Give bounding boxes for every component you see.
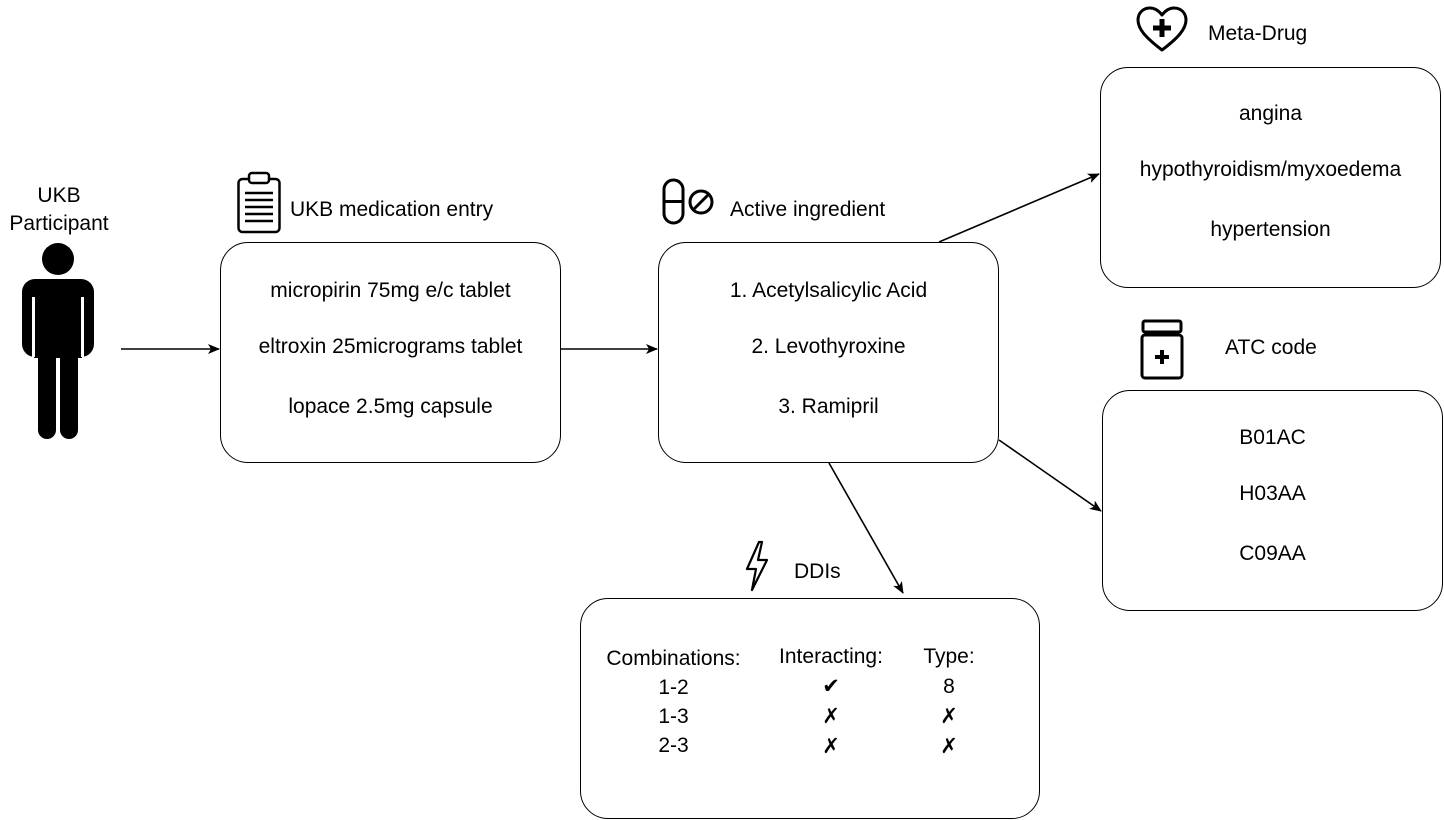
- participant-label-line1: UKB: [37, 184, 81, 207]
- atc-code-item: C09AA: [1239, 542, 1306, 565]
- ddis-combinations-column: Combinations: 1-2 1-3 2-3: [581, 644, 766, 760]
- active-ingredient-item: 3. Ramipril: [778, 395, 879, 418]
- pill-icon: [662, 178, 714, 225]
- ddis-type-cell: ✗: [940, 735, 958, 758]
- ddis-interacting-cell: ✔: [822, 675, 840, 698]
- medication-entry-item: lopace 2.5mg capsule: [288, 395, 493, 418]
- meta-drug-item: hypothyroidism/myxoedema: [1139, 158, 1402, 181]
- ddis-box: Combinations: 1-2 1-3 2-3 Interacting: ✔…: [580, 598, 1040, 819]
- ddis-interacting-cell: ✗: [822, 735, 840, 758]
- clipboard-icon: [237, 171, 281, 234]
- active-ingredient-item: 1. Acetylsalicylic Acid: [729, 279, 928, 302]
- ddis-header-type: Type:: [923, 645, 975, 668]
- meta-drug-item: angina: [1238, 102, 1303, 125]
- active-ingredient-box: 1. Acetylsalicylic Acid 2. Levothyroxine…: [658, 242, 999, 463]
- heart-plus-icon: [1136, 6, 1188, 52]
- atc-code-title: ATC code: [1225, 336, 1317, 359]
- ddis-interacting-cell: ✗: [822, 705, 840, 728]
- ddis-type-column: Type: 8 ✗ ✗: [899, 642, 999, 762]
- meta-drug-box: angina hypothyroidism/myxoedema hyperten…: [1100, 67, 1441, 288]
- ddis-combination-cell: 1-3: [658, 705, 689, 728]
- medication-entry-item: micropirin 75mg e/c tablet: [270, 279, 511, 302]
- atc-code-item: H03AA: [1239, 482, 1306, 505]
- medication-entry-item: eltroxin 25micrograms tablet: [258, 335, 523, 358]
- meta-drug-item: hypertension: [1210, 218, 1331, 241]
- participant-label-line2: Participant: [9, 212, 109, 235]
- ddis-type-cell: 8: [943, 675, 955, 698]
- meta-drug-title: Meta-Drug: [1208, 22, 1308, 45]
- medication-entry-box: micropirin 75mg e/c tablet eltroxin 25mi…: [220, 242, 561, 463]
- ddis-combination-cell: 1-2: [658, 676, 689, 699]
- active-ingredient-title: Active ingredient: [730, 198, 886, 221]
- active-ingredient-item: 2. Levothyroxine: [751, 335, 906, 358]
- lightning-icon: [745, 540, 769, 592]
- person-icon: [22, 243, 94, 439]
- atc-code-box: B01AC H03AA C09AA: [1102, 390, 1443, 611]
- arrow-ingredient-to-metadrug: [938, 173, 1100, 243]
- ddis-combination-cell: 2-3: [658, 734, 689, 757]
- ddis-header-interacting: Interacting:: [779, 645, 883, 668]
- arrow-ingredient-to-ddis: [828, 462, 904, 594]
- ddis-type-cell: ✗: [940, 705, 958, 728]
- atc-code-item: B01AC: [1239, 426, 1306, 449]
- medicine-bottle-icon: [1140, 319, 1184, 380]
- ddis-title: DDIs: [794, 560, 841, 583]
- medication-entry-title: UKB medication entry: [290, 198, 494, 221]
- ddis-interacting-column: Interacting: ✔ ✗ ✗: [761, 642, 901, 762]
- arrow-ingredient-to-atc: [998, 439, 1102, 512]
- ddis-header-combinations: Combinations:: [606, 647, 741, 670]
